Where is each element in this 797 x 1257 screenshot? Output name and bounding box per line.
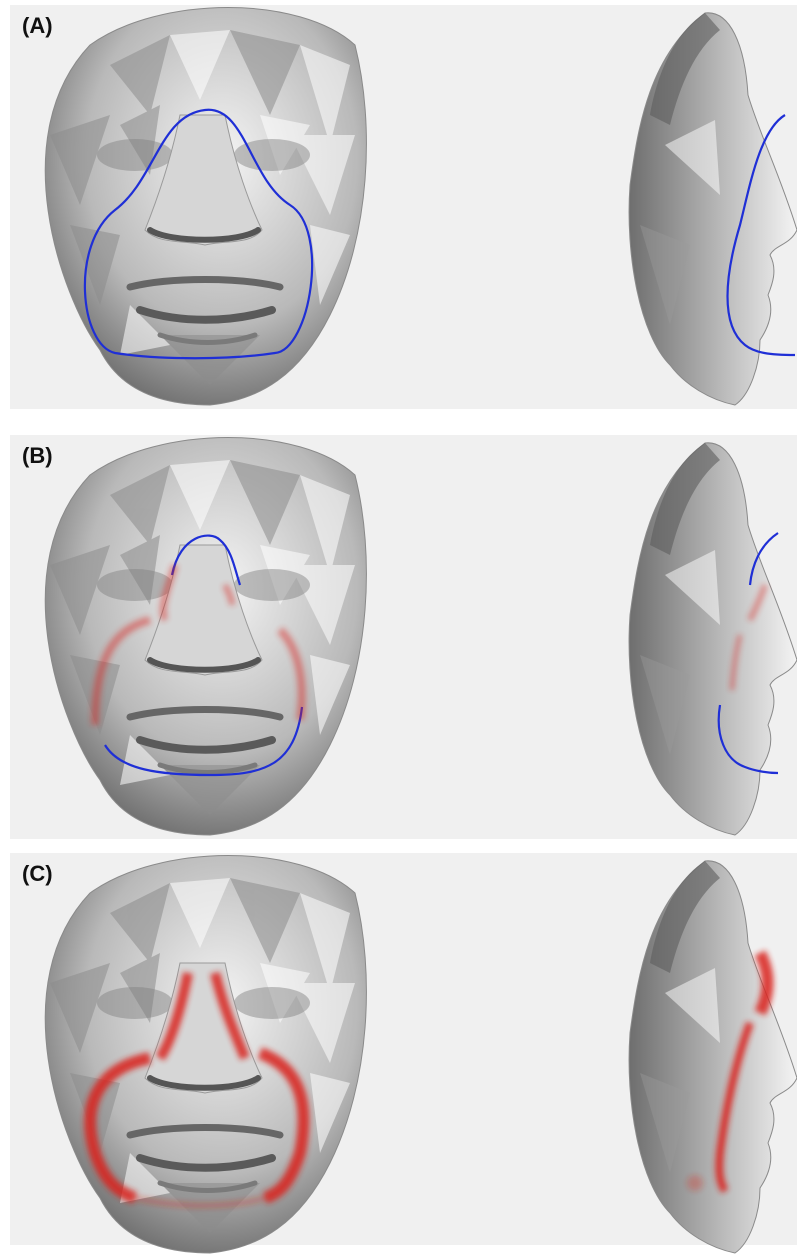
panel-b: (B): [10, 435, 797, 839]
panel-a: (A): [10, 5, 797, 409]
face-render-b: [10, 435, 797, 839]
front-face: [45, 856, 366, 1254]
side-face: [629, 861, 797, 1253]
side-face: [629, 13, 797, 405]
panel-c: (C): [10, 853, 797, 1245]
side-face: [629, 443, 797, 835]
front-face: [45, 8, 366, 406]
face-render-c: [10, 853, 797, 1257]
face-render-a: [10, 5, 797, 409]
